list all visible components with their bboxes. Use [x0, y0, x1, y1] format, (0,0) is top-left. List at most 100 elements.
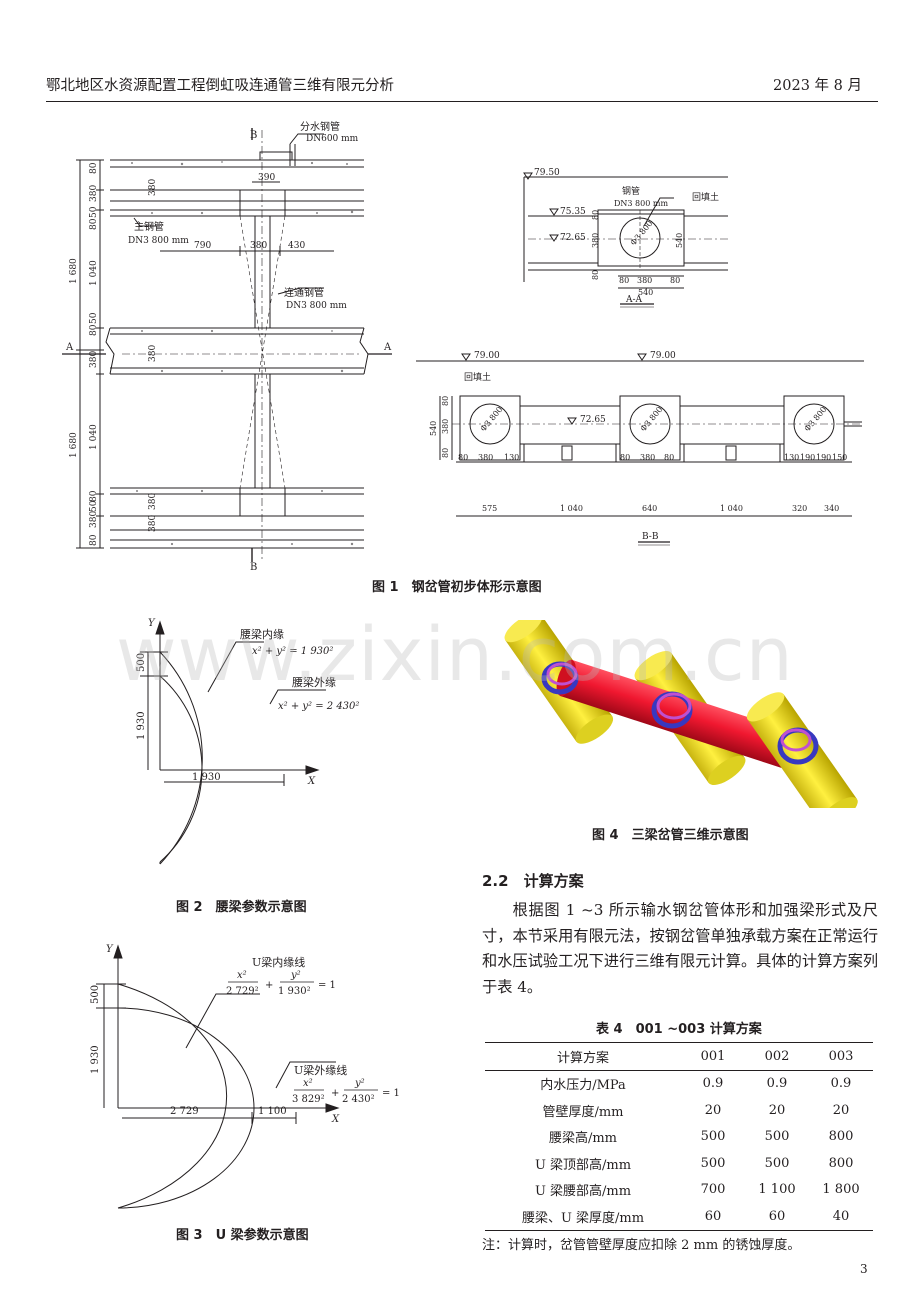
table-cell: U 梁腰部高/mm [534, 1184, 632, 1200]
left-dim-380-b: 380 [89, 351, 99, 368]
bb-left-380: 380 [441, 419, 450, 434]
running-title: 鄂北地区水资源配置工程倒虹吸连通管三维有限元分析 [46, 78, 394, 94]
table-cell: 60 [745, 1203, 809, 1231]
table-cell: 管壁厚度/mm [542, 1104, 624, 1120]
aa-right-540: 540 [675, 233, 684, 248]
fig3-inner-rhs: = 1 [318, 980, 336, 991]
bb-b1-80: 80 [458, 453, 468, 462]
left-dim-80-b: 80 [89, 218, 99, 230]
fig2-outer-label: 腰梁外缘 [292, 675, 336, 689]
fig3-inner-den-y: 1 930² [278, 986, 311, 997]
aa-diam: Φ3 800 [629, 219, 655, 247]
bb-el-left: 79.00 [474, 351, 500, 361]
fig2-dim-1930v: 1 930 [136, 711, 147, 740]
plan-label-a-left: A [65, 342, 74, 353]
bb-b2-380: 380 [640, 453, 655, 462]
issue-date: 2023 年 8 月 [773, 78, 862, 94]
table-row: 内水压力/MPa 0.9 0.9 0.9 [485, 1070, 873, 1097]
table-row: 管壁厚度/mm 20 20 20 [485, 1097, 873, 1124]
conn-pipe-label: 连通钢管 [284, 286, 324, 299]
branch-pipe-dn: DN600 mm [306, 134, 359, 144]
bb-diam-1: Φ3 800 [479, 405, 505, 433]
bb-b3-190b: 190 [816, 453, 831, 462]
watermark: www.zixin.com.cn [116, 612, 794, 698]
table-cell: 800 [828, 1155, 854, 1171]
left-dim-80-a: 80 [89, 162, 99, 174]
bb-b-320: 320 [792, 504, 807, 513]
figure3-caption: 图 3 U 梁参数示意图 [176, 1228, 309, 1243]
inner-380-a: 380 [148, 179, 158, 196]
table-cell: 1 100 [758, 1182, 796, 1198]
fig3-outer-plus: + [331, 1088, 339, 1099]
dim-380-center: 380 [250, 241, 267, 251]
aa-el-ground: 79.50 [534, 168, 560, 178]
aa-steel-pipe-dn: DN3 800 mm [614, 199, 668, 208]
bb-el-right: 79.00 [650, 351, 676, 361]
table-cell: 0.9 [830, 1076, 852, 1092]
table-cell: 800 [828, 1129, 854, 1145]
figure4-caption: 图 4 三梁岔管三维示意图 [592, 828, 749, 843]
table-cell: 腰梁高/mm [548, 1131, 618, 1147]
fig2-axis-y: Y [148, 618, 156, 629]
aa-title: A-A [625, 295, 643, 305]
bb-b-575: 575 [482, 504, 497, 513]
fig3-outer-den-x: 3 829² [292, 1094, 325, 1105]
fig3-axis-x: X [331, 1114, 340, 1125]
plan-label-b-top: B [250, 130, 257, 141]
table4-col-scheme: 计算方案 [485, 1042, 681, 1071]
fig2-inner-eq: x² + y² = 1 930² [252, 646, 333, 657]
left-dim-380-a: 380 [89, 185, 99, 202]
fig2-dim-1930h: 1 930 [192, 772, 221, 783]
plan-label-b-bottom: B [250, 562, 257, 570]
table-cell: 500 [764, 1129, 790, 1145]
table-cell: 0.9 [766, 1076, 788, 1092]
conn-pipe-dn: DN3 800 mm [286, 301, 347, 311]
bb-b3-190a: 190 [800, 453, 815, 462]
table-cell: 700 [700, 1182, 726, 1198]
main-pipe-label: 主钢管 [134, 220, 164, 233]
fig3-dim-2729: 2 729 [170, 1106, 199, 1117]
aa-el-center: 72.65 [560, 233, 586, 243]
figure2-caption: 图 2 腰梁参数示意图 [176, 900, 307, 915]
figure1-section-aa: 79.50 75.35 72.65 钢管 DN3 800 mm 回填土 Φ3 8… [523, 168, 728, 308]
header-rule [46, 101, 878, 102]
aa-left-380: 380 [591, 233, 600, 248]
fig2-outer-eq: x² + y² = 2 430² [278, 701, 359, 712]
bb-b-340: 340 [824, 504, 839, 513]
fig3-outer-num-x: x² [303, 1078, 313, 1089]
fig3-axis-y: Y [106, 944, 114, 955]
aa-bottom-540: 540 [638, 288, 653, 297]
fig3-outer-label: U梁外缘线 [294, 1063, 347, 1077]
figure1-plan-drawing: B B A A 分水钢管 DN600 mm 主钢管 DN3 800 mm 连通钢… [62, 120, 392, 570]
left-dim-50-b: 50 [89, 312, 99, 324]
inner-380-b: 380 [148, 345, 158, 362]
bb-left-80a: 80 [441, 396, 450, 406]
fig3-dim-1100: 1 100 [258, 1106, 287, 1117]
plan-label-a-right: A [383, 342, 392, 353]
section-heading: 2.2 计算方案 [482, 872, 584, 890]
fig3-inner-den-x: 2 729² [226, 986, 259, 997]
left-dim-1040-a: 1 040 [89, 260, 99, 286]
fig2-axis-x: X [307, 776, 316, 787]
bb-b-1040a: 1 040 [560, 504, 583, 513]
table4-col-003: 003 [809, 1042, 873, 1071]
table-cell: 腰梁、U 梁厚度/mm [485, 1203, 681, 1231]
aa-left-80a: 80 [591, 210, 600, 220]
fig3-inner-plus: + [265, 980, 273, 991]
table-cell: 40 [809, 1203, 873, 1231]
dim-390: 390 [258, 173, 275, 183]
table4-title: 表 4 001 ~003 计算方案 [596, 1022, 762, 1037]
dim-430: 430 [288, 241, 305, 251]
bb-b3-150: 150 [832, 453, 847, 462]
fig3-dim-1930: 1 930 [90, 1045, 101, 1074]
aa-bottom-80b: 80 [670, 276, 680, 285]
left-dim-380-c: 380 [89, 511, 99, 528]
figure1-section-bb: 79.00 79.00 72.65 回填土 Φ3 800 Φ3 800 Φ3 8… [416, 351, 864, 546]
fig3-outer-den-y: 2 430² [342, 1094, 375, 1105]
bb-diam-3: Φ3 800 [803, 405, 829, 433]
table4-note: 注：计算时，岔管管壁厚度应扣除 2 mm 的锈蚀厚度。 [482, 1238, 801, 1253]
bb-b-1040b: 1 040 [720, 504, 743, 513]
table-cell: U 梁顶部高/mm [534, 1157, 632, 1173]
fig3-inner-num-y: y² [290, 970, 301, 981]
inner-380-d: 380 [148, 515, 158, 532]
